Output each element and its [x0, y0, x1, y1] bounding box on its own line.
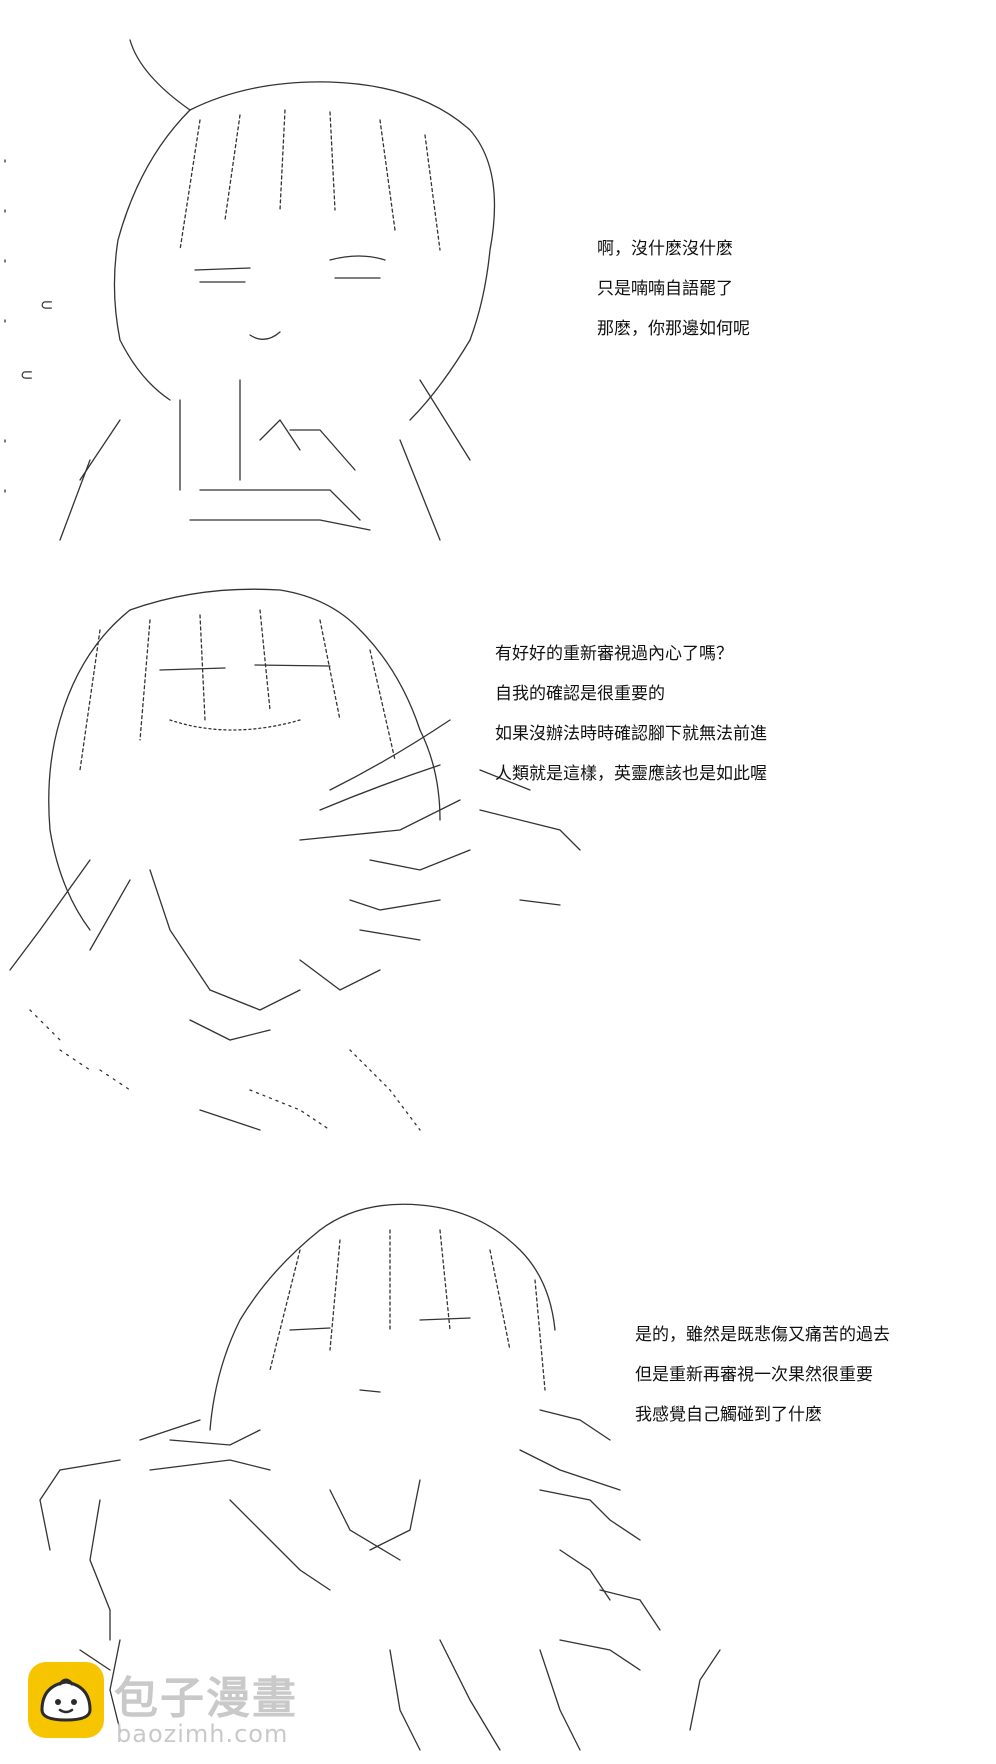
ascii-art-character-3	[0, 1170, 740, 1764]
bun-mascot-icon	[28, 1662, 104, 1738]
watermark: 包子漫畫 baozimh.com	[28, 1662, 318, 1750]
svg-text:⊂: ⊂	[40, 295, 53, 314]
panel-3: 是的，雖然是既悲傷又痛苦的過去 但是重新再審視一次果然很重要 我感覺自己觸碰到了…	[0, 1170, 996, 1764]
dialogue-line: 有好好的重新審視過內心了嗎？	[495, 644, 733, 664]
watermark-title: 包子漫畫	[114, 1673, 298, 1724]
watermark-url: baozimh.com	[116, 1720, 289, 1748]
ascii-art-character-2	[0, 570, 620, 1160]
dialogue-1: 啊，沒什麽沒什麽 只是喃喃自語罷了 那麽，你那邊如何呢	[597, 229, 750, 349]
dialogue-line: 是的，雖然是既悲傷又痛苦的過去	[635, 1325, 890, 1345]
dialogue-line: 啊，沒什麽沒什麽	[597, 239, 733, 259]
dialogue-line: 我感覺自己觸碰到了什麽	[635, 1405, 822, 1425]
dialogue-line: 人類就是這樣，英靈應該也是如此喔	[495, 764, 767, 784]
panel-1: ⊂ ⊂ 啊，沒什麽沒什麽 只是喃喃自語罷了 那麽，你那邊如何呢	[0, 0, 996, 570]
dialogue-line: 只是喃喃自語罷了	[597, 279, 733, 299]
dialogue-line: 那麽，你那邊如何呢	[597, 319, 750, 339]
dialogue-line: 如果沒辦法時時確認腳下就無法前進	[495, 724, 767, 744]
dialogue-2: 有好好的重新審視過內心了嗎？ 自我的確認是很重要的 如果沒辦法時時確認腳下就無法…	[495, 634, 767, 794]
dialogue-line: 自我的確認是很重要的	[495, 684, 665, 704]
panel-2: 有好好的重新審視過內心了嗎？ 自我的確認是很重要的 如果沒辦法時時確認腳下就無法…	[0, 570, 996, 1170]
dialogue-line: 但是重新再審視一次果然很重要	[635, 1365, 873, 1385]
svg-text:⊂: ⊂	[20, 365, 33, 384]
ascii-art-character-1: ⊂ ⊂	[0, 20, 560, 550]
dialogue-3: 是的，雖然是既悲傷又痛苦的過去 但是重新再審視一次果然很重要 我感覺自己觸碰到了…	[635, 1315, 890, 1435]
